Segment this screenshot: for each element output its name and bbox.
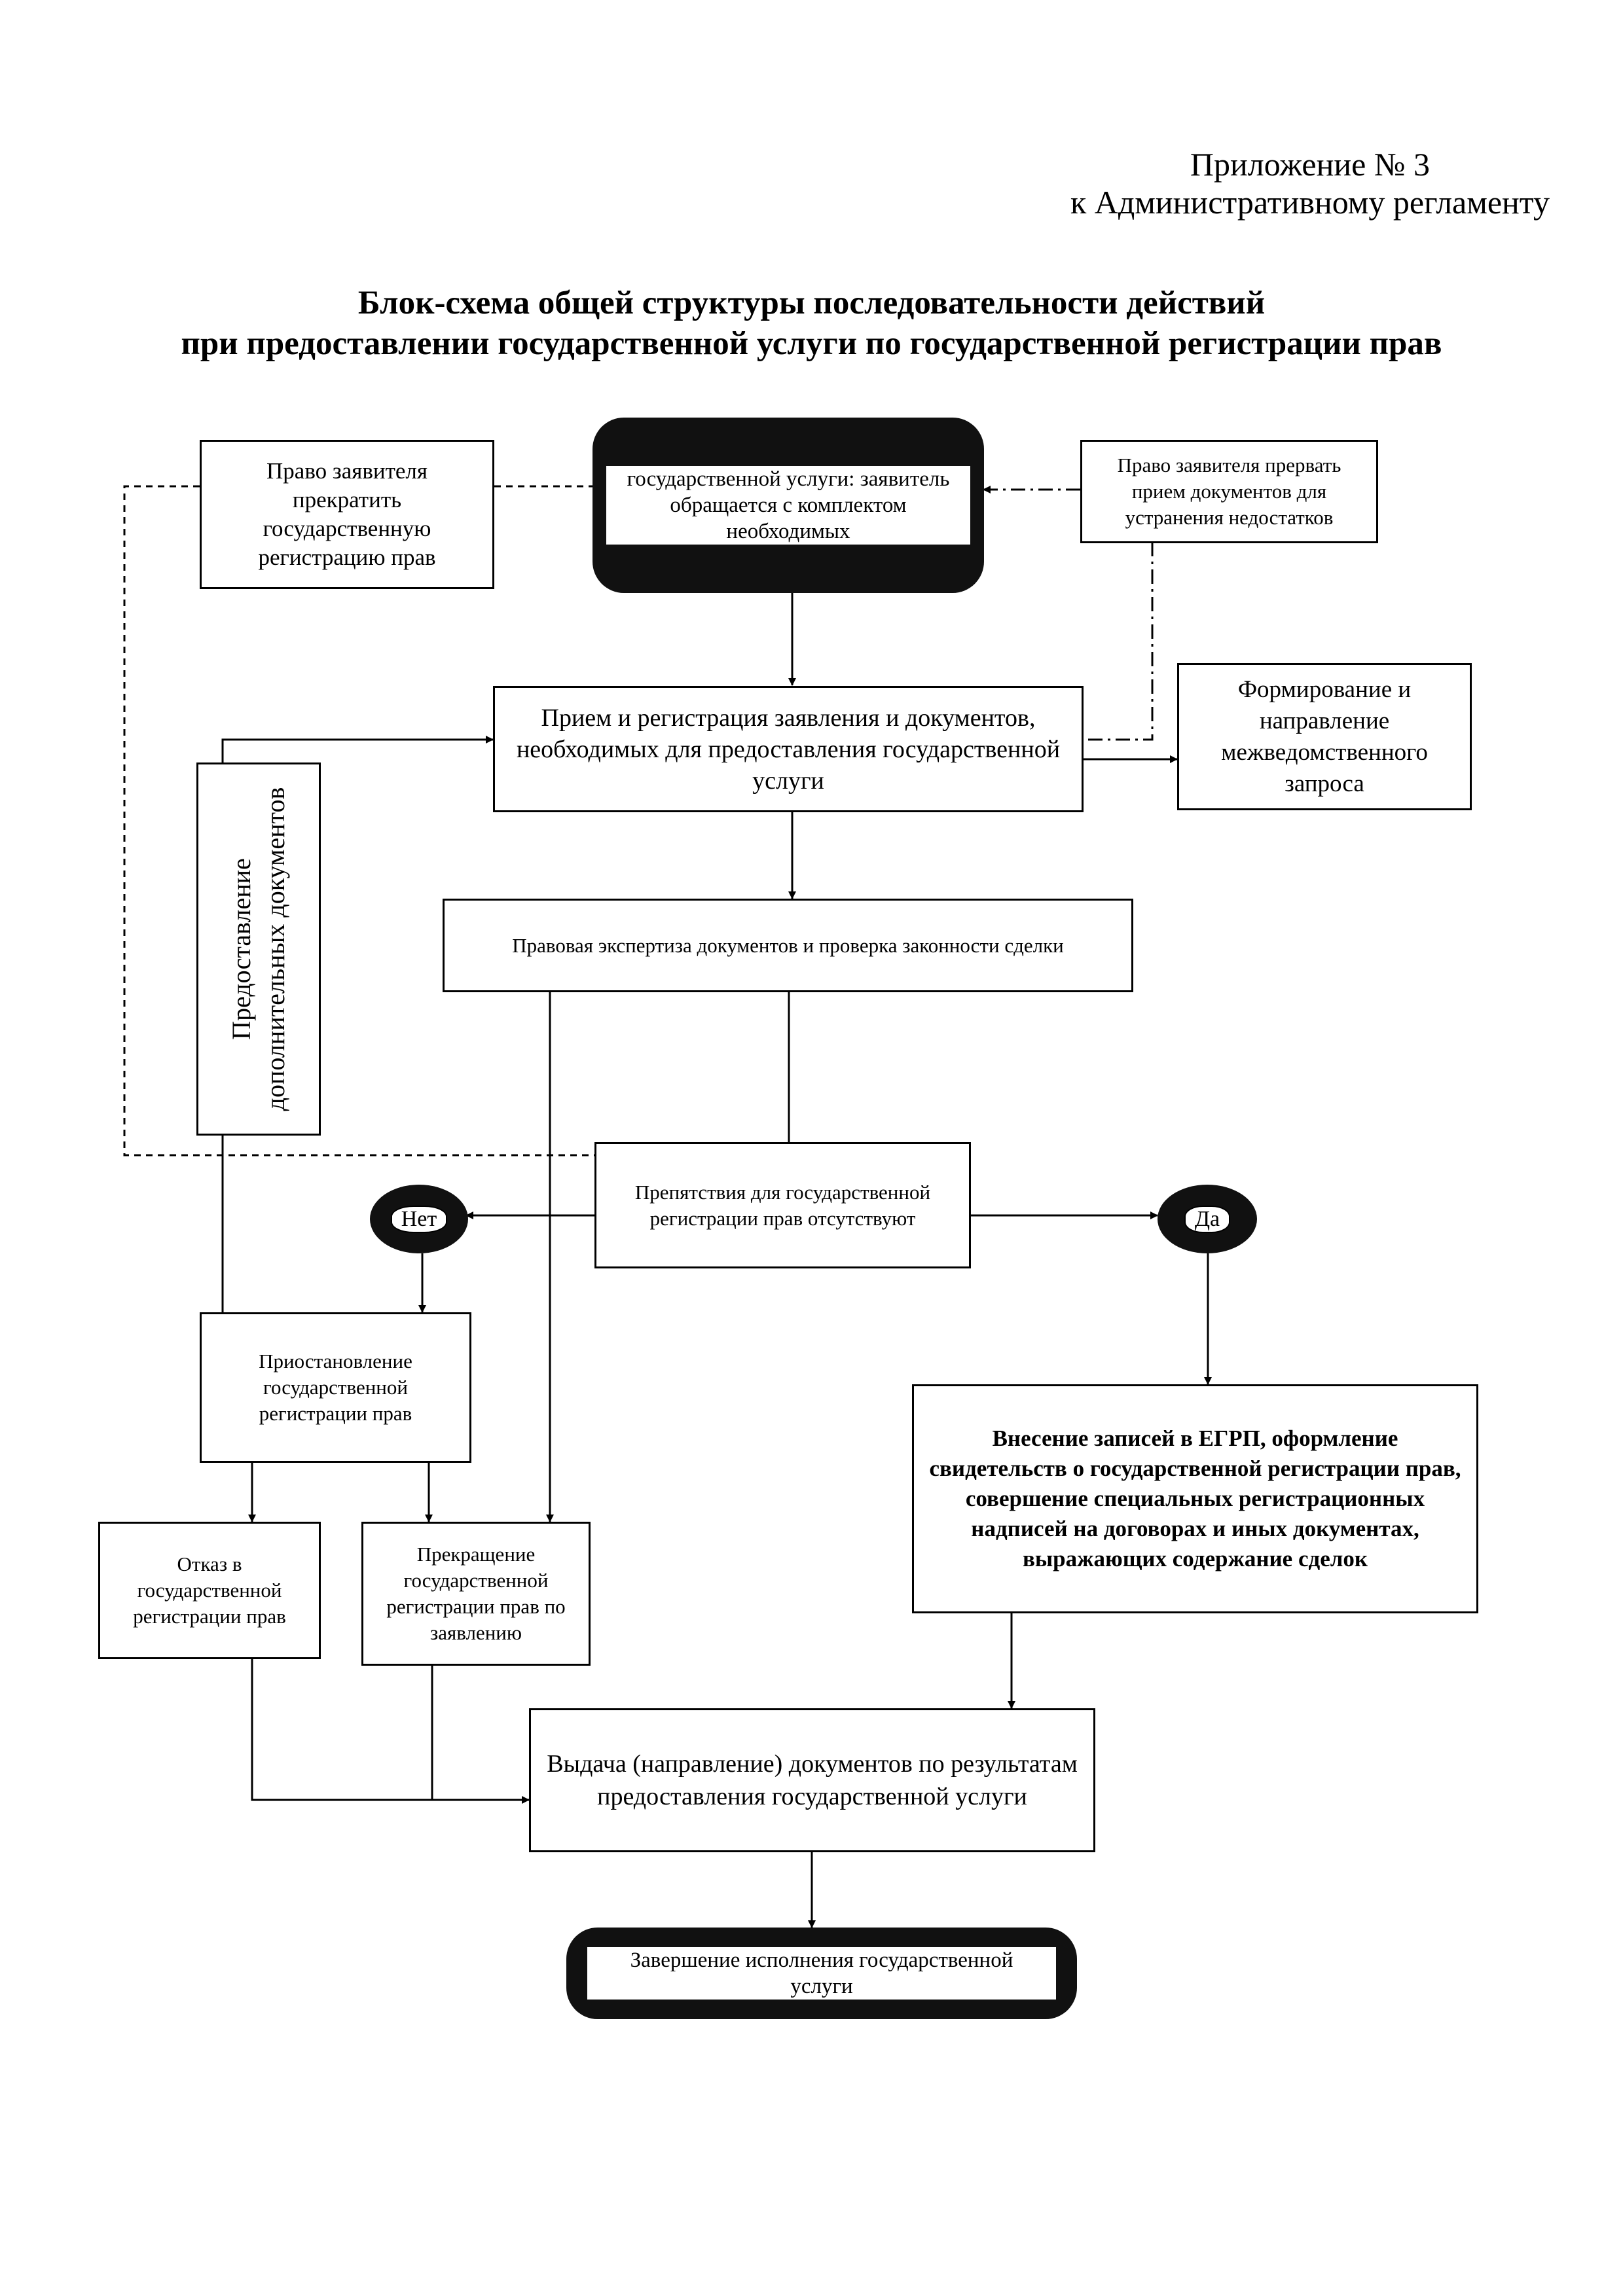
issuance-text: Выдача (направление) документов по резул…: [547, 1750, 1078, 1810]
yes-decision-label: Да: [1184, 1205, 1231, 1233]
issuance-box: Выдача (направление) документов по резул…: [529, 1708, 1095, 1852]
obstacles-box: Препятствия для государственной регистра…: [594, 1142, 971, 1268]
right-terminate-text: Право заявителя прекратить государственн…: [258, 458, 436, 570]
diagram-title-line-1: Блок-схема общей структуры последователь…: [357, 285, 1266, 321]
appendix-number: Приложение № 3: [1190, 146, 1430, 183]
entries-text: Внесение записей в ЕГРП, оформление свид…: [929, 1426, 1461, 1571]
legal-review-text: Правовая экспертиза документов и проверк…: [512, 933, 1064, 957]
diagram-title: Блок-схема общей структуры последователь…: [0, 283, 1623, 364]
dashed-line-terminate-right: [123, 485, 594, 1157]
arrow-additional-to-reception: [221, 736, 494, 764]
legal-review-box: Правовая экспертиза документов и проверк…: [443, 899, 1133, 992]
end-terminal-text: Завершение исполнения государственной ус…: [587, 1947, 1056, 2000]
start-terminal-text: государственной услуги: заявитель обраща…: [606, 466, 970, 545]
reception-box: Прием и регистрация заявления и документ…: [493, 686, 1084, 812]
reception-text: Прием и регистрация заявления и документ…: [516, 704, 1061, 795]
additional-docs-box: Предоставление дополнительных документов: [196, 762, 321, 1136]
yes-decision-oval: Да: [1158, 1185, 1257, 1253]
arrow-refusal-to-issuance: [251, 1659, 530, 1804]
start-terminal: государственной услуги: заявитель обраща…: [593, 418, 984, 593]
appendix-header: Приложение № 3 к Административному регла…: [1070, 145, 1550, 221]
right-interrupt-box: Право заявителя прервать прием документо…: [1080, 440, 1378, 543]
refusal-box: Отказ в государственной регистрации прав: [98, 1522, 321, 1659]
interagency-box: Формирование и направление межведомствен…: [1177, 663, 1472, 810]
suspension-box: Приостановление государственной регистра…: [200, 1312, 471, 1463]
no-decision-label: Нет: [390, 1205, 448, 1233]
suspension-text: Приостановление государственной регистра…: [259, 1350, 412, 1425]
no-decision-oval: Нет: [370, 1185, 468, 1253]
entries-box: Внесение записей в ЕГРП, оформление свид…: [912, 1384, 1478, 1613]
right-interrupt-text: Право заявителя прервать прием документо…: [1117, 454, 1341, 529]
end-terminal: Завершение исполнения государственной ус…: [566, 1928, 1077, 2019]
right-terminate-box: Право заявителя прекратить государственн…: [200, 440, 494, 589]
interagency-text: Формирование и направление межведомствен…: [1221, 675, 1428, 797]
dashdot-line-interrupt-to-reception: [1084, 542, 1154, 741]
additional-docs-text: Предоставление дополнительных документов: [227, 787, 290, 1111]
termination-text: Прекращение государственной регистрации …: [386, 1543, 566, 1644]
appendix-reference: к Административному регламенту: [1070, 184, 1550, 221]
refusal-text: Отказ в государственной регистрации прав: [133, 1552, 286, 1628]
obstacles-text: Препятствия для государственной регистра…: [634, 1180, 931, 1230]
termination-box: Прекращение государственной регистрации …: [361, 1522, 591, 1666]
diagram-title-line-2: при предоставлении государственной услуг…: [181, 325, 1442, 362]
